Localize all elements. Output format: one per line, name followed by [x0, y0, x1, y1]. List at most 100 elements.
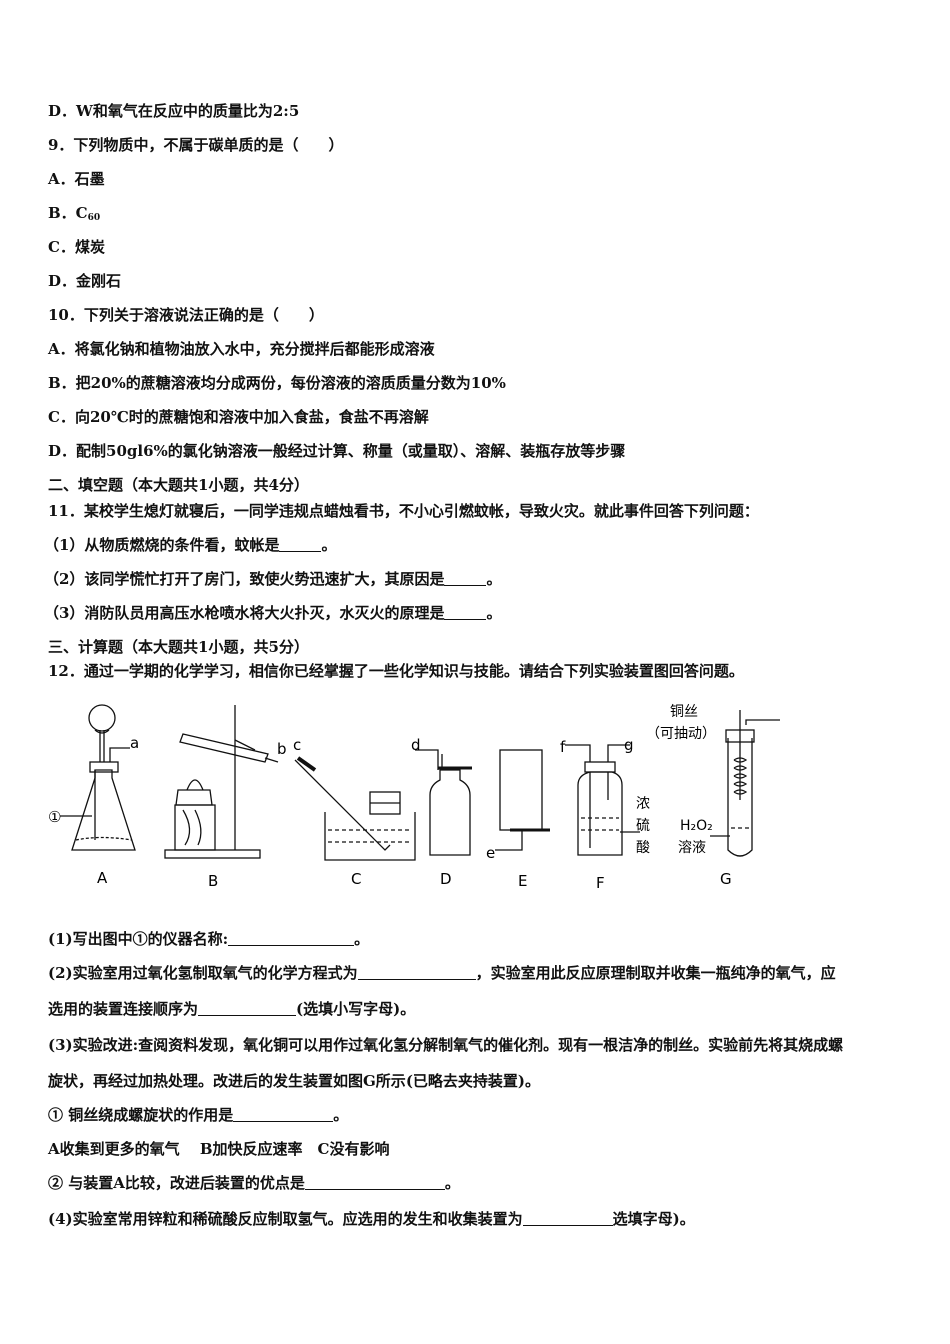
question-11: 11．某校学生熄灯就寝后，一同学违规点蜡烛看书，不小心引燃蚊帐，导致火灾。就此事… — [48, 501, 759, 521]
answer-blank[interactable] — [198, 1001, 297, 1016]
text: （1）从物质燃烧的条件看，蚊帐是 — [44, 536, 280, 554]
question-9: 9．下列物质中，不属于碳单质的是（ ） — [48, 135, 343, 155]
text: (4)实验室常用锌粒和稀硫酸反应制取氢气。应选用的发生和收集装置为 — [48, 1210, 523, 1228]
apparatus-diagram: A B C D E F G a b c d e f g ① 铜丝 （可抽动） 浓… — [48, 704, 780, 892]
port-e: e — [486, 844, 495, 862]
text: 11．某校学生熄灯就寝后，一同学违规点蜡烛看书，不小心引燃蚊帐，导致火灾。就此事… — [48, 502, 759, 520]
text: 。 — [444, 1174, 460, 1192]
port-c: c — [293, 736, 301, 754]
q10-option-c: C．向20℃时的蔗糖饱和溶液中加入食盐，食盐不再溶解 — [48, 407, 429, 427]
text: ② 与装置A比较，改进后装置的优点是 — [48, 1174, 305, 1192]
port-b: b — [277, 740, 287, 758]
label-acid-2: 硫 — [636, 818, 650, 834]
marker-1: ① — [48, 808, 61, 826]
label-acid-3: 酸 — [636, 840, 650, 856]
apparatus-d — [415, 749, 472, 856]
text: D．W和氧气在反应中的质量比为2:5 — [48, 102, 300, 120]
text: 9．下列物质中，不属于碳单质的是（ ） — [48, 136, 344, 154]
label-d: D — [440, 870, 452, 888]
text: (3)实验改进:查阅资料发现，氧化铜可以用作过氧化氢分解制氧气的催化剂。现有一根… — [48, 1036, 844, 1054]
label-h2o2-2: 溶液 — [678, 840, 706, 856]
text: C．煤炭 — [48, 238, 105, 256]
apparatus-a — [60, 704, 136, 851]
text: 旋状，再经过加热处理。改进后的发生装置如图G所示(已略去夹持装置)。 — [48, 1072, 541, 1090]
subscript: 60 — [87, 213, 101, 223]
answer-blank[interactable] — [304, 1175, 445, 1190]
q9-option-d: D．金刚石 — [48, 271, 121, 291]
text: 。 — [486, 604, 502, 622]
port-a: a — [130, 734, 139, 752]
text: D．金刚石 — [48, 272, 122, 290]
text: 选填字母)。 — [612, 1210, 695, 1228]
answer-blank[interactable] — [357, 965, 476, 980]
answer-blank[interactable] — [522, 1211, 613, 1226]
text: 。 — [333, 1106, 349, 1124]
label-acid-1: 浓 — [636, 796, 650, 812]
text: C．向20℃时的蔗糖饱和溶液中加入食盐，食盐不再溶解 — [48, 408, 429, 426]
q12-part-3-1: ① 铜丝绕成螺旋状的作用是 。 — [48, 1105, 348, 1125]
apparatus-b — [164, 705, 279, 859]
text: 。 — [321, 536, 337, 554]
apparatus-f — [565, 744, 640, 856]
text: （2）该同学慌忙打开了房门，致使火势迅速扩大，其原因是 — [44, 570, 445, 588]
label-f: F — [596, 874, 605, 892]
label-e: E — [518, 872, 527, 890]
label-c: C — [351, 870, 361, 888]
text: （3）消防队员用高压水枪喷水将大火扑灭，水灭火的原理是 — [44, 604, 445, 622]
q12-part-1: (1)写出图中①的仪器名称: 。 — [48, 929, 369, 949]
text: (1)写出图中①的仪器名称: — [48, 930, 229, 948]
text: A．将氯化钠和植物油放入水中，充分搅拌后都能形成溶液 — [48, 340, 435, 358]
label-b: B — [208, 872, 218, 890]
q10-option-b: B．把20%的蔗糖溶液均分成两份，每份溶液的溶质质量分数为10% — [48, 373, 506, 393]
question-10: 10．下列关于溶液说法正确的是（ ） — [48, 305, 324, 325]
text: 三、计算题（本大题共1小题，共5分） — [48, 638, 309, 656]
q10-option-a: A．将氯化钠和植物油放入水中，充分搅拌后都能形成溶液 — [48, 339, 435, 359]
q9-option-b: B．C60 — [48, 203, 100, 228]
q11-part-3: （3）消防队员用高压水枪喷水将大火扑灭，水灭火的原理是 。 — [44, 603, 501, 623]
q12-part-3-cont: 旋状，再经过加热处理。改进后的发生装置如图G所示(已略去夹持装置)。 — [48, 1071, 540, 1091]
answer-blank[interactable] — [233, 1107, 334, 1122]
text: 。 — [486, 570, 502, 588]
section-fill-in: 二、填空题（本大题共1小题，共4分） — [48, 475, 309, 495]
q12-part-2-cont: 选用的装置连接顺序为 (选填小写字母)。 — [48, 999, 415, 1019]
answer-blank[interactable] — [444, 605, 487, 620]
q9-option-a: A．石墨 — [48, 169, 105, 189]
q12-part-4: (4)实验室常用锌粒和稀硫酸反应制取氢气。应选用的发生和收集装置为 选填字母)。 — [48, 1209, 695, 1229]
text: (2)实验室用过氧化氢制取氧气的化学方程式为 — [48, 964, 358, 982]
section-calculation: 三、计算题（本大题共1小题，共5分） — [48, 637, 309, 657]
q9-option-c: C．煤炭 — [48, 237, 105, 257]
text: (选填小写字母)。 — [296, 1000, 416, 1018]
apparatus-e — [495, 749, 550, 851]
answer-blank[interactable] — [228, 931, 355, 946]
text: B．C — [48, 204, 88, 222]
text: 。 — [354, 930, 370, 948]
text: ① 铜丝绕成螺旋状的作用是 — [48, 1106, 234, 1124]
q12-part-3-2: ② 与装置A比较，改进后装置的优点是 。 — [48, 1173, 460, 1193]
answer-blank[interactable] — [279, 537, 322, 552]
line-d-option: D．W和氧气在反应中的质量比为2:5 — [48, 101, 299, 121]
text: ，实验室用此反应原理制取并收集一瓶纯净的氧气，应 — [475, 964, 836, 982]
label-g: G — [720, 870, 732, 888]
label-wire-1: 铜丝 — [670, 704, 698, 720]
answer-blank[interactable] — [444, 571, 487, 586]
text: 10．下列关于溶液说法正确的是（ ） — [48, 306, 324, 324]
text: 二、填空题（本大题共1小题，共4分） — [48, 476, 309, 494]
apparatus-g — [710, 710, 780, 857]
q10-option-d: D．配制50gl6%的氯化钠溶液一般经过计算、称量（或量取）、溶解、装瓶存放等步… — [48, 441, 625, 461]
text: 12．通过一学期的化学学习，相信你已经掌握了一些化学知识与技能。请结合下列实验装… — [48, 662, 744, 680]
port-g: g — [624, 736, 634, 754]
q12-part-3-options: A收集到更多的氧气 B加快反应速率 C没有影响 — [48, 1139, 389, 1159]
text: B．把20%的蔗糖溶液均分成两份，每份溶液的溶质质量分数为10% — [48, 374, 506, 392]
q11-part-2: （2）该同学慌忙打开了房门，致使火势迅速扩大，其原因是 。 — [44, 569, 501, 589]
text: A收集到更多的氧气 B加快反应速率 C没有影响 — [48, 1140, 390, 1158]
q12-part-2: (2)实验室用过氧化氢制取氧气的化学方程式为 ，实验室用此反应原理制取并收集一瓶纯… — [48, 963, 836, 983]
label-wire-2: （可抽动） — [646, 726, 716, 742]
question-12: 12．通过一学期的化学学习，相信你已经掌握了一些化学知识与技能。请结合下列实验装… — [48, 661, 744, 681]
q11-part-1: （1）从物质燃烧的条件看，蚊帐是 。 — [44, 535, 336, 555]
text: 选用的装置连接顺序为 — [48, 1000, 199, 1018]
text: D．配制50gl6%的氯化钠溶液一般经过计算、称量（或量取）、溶解、装瓶存放等步… — [48, 442, 626, 460]
q12-part-3: (3)实验改进:查阅资料发现，氧化铜可以用作过氧化氢分解制氧气的催化剂。现有一根… — [48, 1035, 843, 1055]
text: A．石墨 — [48, 170, 105, 188]
label-h2o2-1: H₂O₂ — [680, 818, 713, 834]
port-f: f — [560, 738, 566, 756]
